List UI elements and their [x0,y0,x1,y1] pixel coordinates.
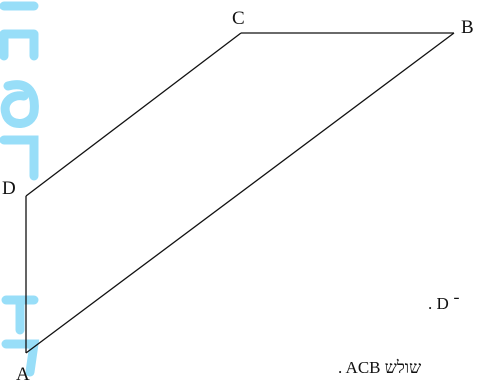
watermark-glyph-5 [1,295,39,335]
watermark-glyph-3 [0,80,39,128]
text-fragment-1: . D ־ [428,294,460,313]
quadrilateral [25,32,455,354]
segment-AB [25,32,455,354]
watermark-glyph-6 [1,339,40,377]
watermark-glyph-2 [0,29,39,61]
text-fragment-2: . ACB שולש [338,358,422,377]
vertex-label-A: A [16,364,30,385]
watermark [0,1,40,377]
vertex-label-B: B [461,17,474,38]
vertex-label-C: C [232,8,245,29]
watermark-glyph-4 [0,135,39,181]
vertex-label-D: D [2,178,16,199]
segment-CD [25,32,242,197]
